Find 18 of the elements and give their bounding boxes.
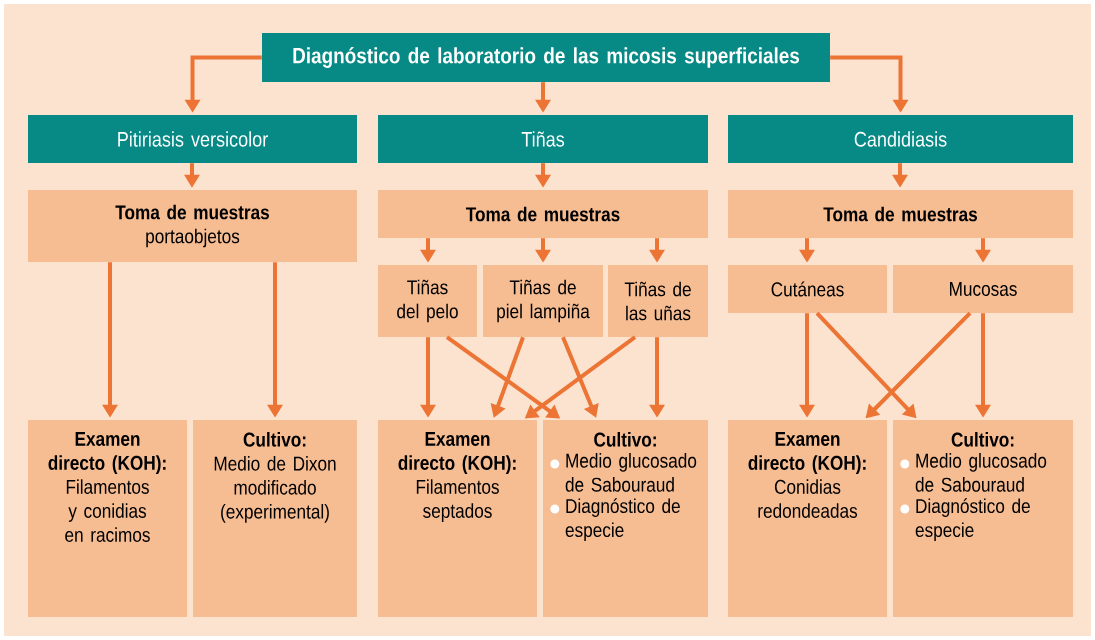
result-box: Examen directo (KOH): Filamentos y conidias en racimos bbox=[28, 420, 187, 617]
result-box: Examen directo (KOH): Filamentos septados bbox=[378, 420, 537, 617]
subtype-box: Tiñas de las uñas bbox=[608, 265, 708, 337]
result-box: Cultivo: Medio glucosado de Sabouraud Diagnóstico de especie bbox=[893, 420, 1073, 617]
result-box: Examen directo (KOH): Conidias redondeadas bbox=[728, 420, 887, 617]
sample-box: Toma de muestras bbox=[728, 190, 1073, 238]
category-box: Pitiriasis versicolor bbox=[28, 115, 357, 163]
result-box: Cultivo: Medio glucosado de Sabouraud Diagnóstico de especie bbox=[543, 420, 708, 617]
subtype-box: Mucosas bbox=[893, 265, 1073, 313]
subtype-box: Tiñas del pelo bbox=[378, 265, 477, 337]
sample-box: Toma de muestras portaobjetos bbox=[28, 190, 357, 262]
category-box: Candidiasis bbox=[728, 115, 1073, 163]
subtype-box: Cutáneas bbox=[728, 265, 887, 313]
sample-box: Toma de muestras bbox=[378, 190, 708, 238]
title-box: Diagnóstico de laboratorio de las micosis superficiales bbox=[262, 33, 830, 82]
subtype-box: Tiñas de piel lampiña bbox=[483, 265, 603, 337]
category-box: Tiñas bbox=[378, 115, 708, 163]
result-box: Cultivo: Medio de Dixon modificado (experimental) bbox=[193, 420, 357, 617]
